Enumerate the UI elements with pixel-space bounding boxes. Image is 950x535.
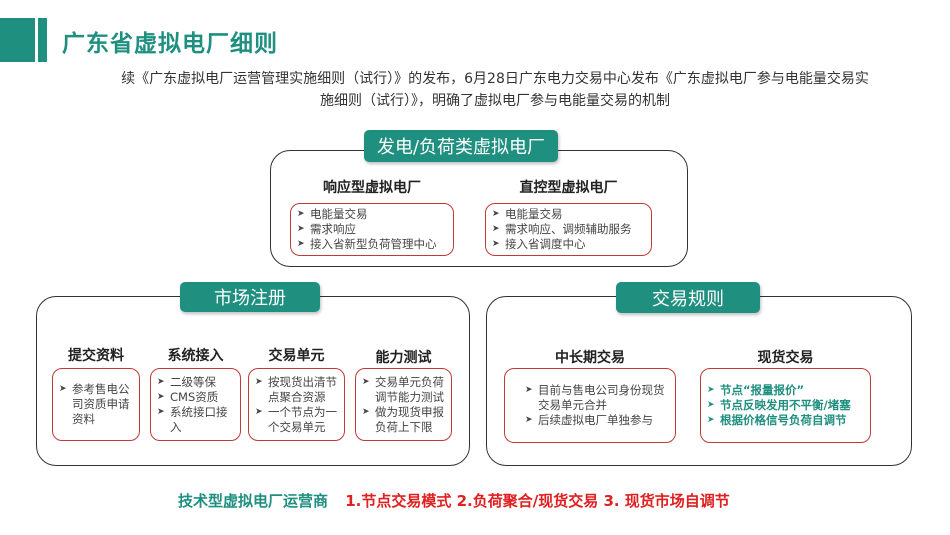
arrow-bullet-icon: ➤ bbox=[297, 224, 305, 234]
arrow-bullet-icon: ➤ bbox=[707, 400, 715, 410]
arrow-bullet-icon: ➤ bbox=[707, 385, 715, 395]
list-item: ➤ 一个节点为一个交易单元 bbox=[255, 405, 338, 435]
list-item-text: 做为现货申报负荷上下限 bbox=[375, 404, 444, 434]
intro-line-2: 施细则（试行）》，明确了虚拟电厂参与电能量交易的机制 bbox=[320, 93, 670, 109]
list-item: ➤ 二级等保 bbox=[157, 375, 234, 390]
system-access-box: ➤ 二级等保 ➤ CMS资质 ➤ 系统接口接入 bbox=[150, 368, 241, 441]
intro-line-1: 续《广东虚拟电厂运营管理实施细则（试行）》的发布，6月28日广东电力交易中心发布… bbox=[121, 71, 869, 87]
response-vpp-box: ➤ 电能量交易 ➤ 需求响应 ➤ 接入省新型负荷管理中心 bbox=[290, 203, 454, 256]
list-item: ➤ 电能量交易 bbox=[297, 207, 447, 222]
list-item: ➤ 电能量交易 bbox=[492, 207, 645, 222]
response-vpp-heading: 响应型虚拟电厂 bbox=[323, 180, 421, 196]
arrow-bullet-icon: ➤ bbox=[59, 384, 67, 394]
list-item-text: 根据价格信号负荷自调节 bbox=[720, 413, 847, 427]
intro-text: 续《广东虚拟电厂运营管理实施细则（试行）》的发布，6月28日广东电力交易中心发布… bbox=[70, 68, 920, 112]
arrow-bullet-icon: ➤ bbox=[362, 406, 370, 417]
capability-test-heading: 能力测试 bbox=[375, 350, 432, 366]
generation-vpp-panel bbox=[270, 150, 688, 267]
arrow-bullet-icon: ➤ bbox=[255, 376, 263, 387]
direct-control-vpp-heading: 直控型虚拟电厂 bbox=[519, 180, 618, 196]
direct-control-vpp-box: ➤ 电能量交易 ➤ 需求响应、调频辅助服务 ➤ 接入省调度中心 bbox=[485, 203, 652, 256]
list-item-text: 按现货出清节点聚合资源 bbox=[268, 374, 337, 404]
list-item-text: 一个节点为一个交易单元 bbox=[268, 404, 337, 434]
list-item: ➤ 接入省新型负荷管理中心 bbox=[297, 237, 447, 252]
list-item-text: 接入省新型负荷管理中心 bbox=[310, 237, 437, 251]
header-accent-bar bbox=[38, 18, 47, 62]
list-item: ➤ 系统接口接入 bbox=[157, 405, 234, 435]
trading-unit-heading: 交易单元 bbox=[268, 348, 325, 364]
list-item: ➤ 节点“报量报价” bbox=[707, 383, 864, 398]
operator-modes: 1.节点交易模式 2.负荷聚合/现货交易 3. 现货市场自调节 bbox=[345, 492, 730, 510]
list-item-text: CMS资质 bbox=[170, 389, 219, 404]
market-registration-title: 市场注册 bbox=[180, 282, 320, 312]
arrow-bullet-icon: ➤ bbox=[297, 209, 305, 219]
mid-long-term-heading: 中长期交易 bbox=[555, 350, 625, 366]
arrow-bullet-icon: ➤ bbox=[492, 209, 500, 219]
spot-trading-box: ➤ 节点“报量报价” ➤ 节点反映发用不平衡/堵塞 ➤ 根据价格信号负荷自调节 bbox=[700, 368, 871, 443]
mid-long-term-box: ➤ 目前与售电公司身份现货交易单元合并 ➤ 后续虚拟电厂单独参与 bbox=[504, 368, 676, 443]
list-item-text: 目前与售电公司身份现货交易单元合并 bbox=[538, 383, 665, 412]
header-accent-block bbox=[0, 18, 35, 62]
list-item-text: 节点反映发用不平衡/堵塞 bbox=[720, 398, 851, 412]
arrow-bullet-icon: ➤ bbox=[157, 391, 165, 402]
arrow-bullet-icon: ➤ bbox=[525, 415, 533, 425]
list-item-text: 需求响应 bbox=[310, 222, 356, 236]
trading-unit-box: ➤ 按现货出清节点聚合资源 ➤ 一个节点为一个交易单元 bbox=[248, 368, 345, 441]
list-item-text: 交易单元负荷调节能力测试 bbox=[375, 374, 444, 404]
list-item-text: 电能量交易 bbox=[310, 207, 368, 221]
tech-vpp-operator-label: 技术型虚拟电厂运营商 bbox=[178, 492, 329, 510]
list-item: ➤ 后续虚拟电厂单独参与 bbox=[525, 413, 669, 428]
list-item: ➤ 参考售电公司资质申请资料 bbox=[59, 382, 133, 427]
arrow-bullet-icon: ➤ bbox=[157, 376, 165, 387]
list-item-text: 后续虚拟电厂单独参与 bbox=[538, 413, 653, 427]
list-item-text: 系统接口接入 bbox=[170, 404, 228, 434]
arrow-bullet-icon: ➤ bbox=[492, 239, 500, 249]
page-title: 广东省虚拟电厂细则 bbox=[62, 31, 278, 57]
list-item-text: 电能量交易 bbox=[505, 207, 563, 221]
spot-trading-heading: 现货交易 bbox=[757, 350, 814, 366]
arrow-bullet-icon: ➤ bbox=[707, 415, 715, 425]
list-item-text: 节点“报量报价” bbox=[720, 383, 805, 397]
list-item: ➤ CMS资质 bbox=[157, 390, 234, 405]
list-item: ➤ 需求响应 bbox=[297, 222, 447, 237]
list-item: ➤ 需求响应、调频辅助服务 bbox=[492, 222, 645, 237]
trading-rules-title: 交易规则 bbox=[616, 282, 760, 313]
list-item-text: 接入省调度中心 bbox=[505, 237, 586, 251]
generation-vpp-title: 发电/负荷类虚拟电厂 bbox=[364, 130, 558, 162]
arrow-bullet-icon: ➤ bbox=[525, 385, 533, 395]
submit-docs-heading: 提交资料 bbox=[68, 348, 124, 364]
list-item: ➤ 接入省调度中心 bbox=[492, 237, 645, 252]
system-access-heading: 系统接入 bbox=[167, 348, 224, 364]
capability-test-box: ➤ 交易单元负荷调节能力测试 ➤ 做为现货申报负荷上下限 bbox=[355, 368, 452, 441]
arrow-bullet-icon: ➤ bbox=[297, 239, 305, 249]
trading-rules-panel bbox=[486, 296, 912, 466]
list-item: ➤ 目前与售电公司身份现货交易单元合并 bbox=[525, 383, 669, 413]
list-item-text: 二级等保 bbox=[170, 374, 216, 389]
list-item-text: 需求响应、调频辅助服务 bbox=[505, 222, 632, 236]
arrow-bullet-icon: ➤ bbox=[362, 376, 370, 387]
arrow-bullet-icon: ➤ bbox=[492, 224, 500, 234]
list-item: ➤ 根据价格信号负荷自调节 bbox=[707, 413, 864, 428]
list-item: ➤ 节点反映发用不平衡/堵塞 bbox=[707, 398, 864, 413]
submit-docs-box: ➤ 参考售电公司资质申请资料 bbox=[52, 368, 140, 441]
operator-summary: 技术型虚拟电厂运营商 1.节点交易模式 2.负荷聚合/现货交易 3. 现货市场自… bbox=[178, 490, 730, 511]
list-item: ➤ 做为现货申报负荷上下限 bbox=[362, 405, 445, 435]
arrow-bullet-icon: ➤ bbox=[157, 406, 165, 417]
list-item: ➤ 按现货出清节点聚合资源 bbox=[255, 375, 338, 405]
list-item: ➤ 交易单元负荷调节能力测试 bbox=[362, 375, 445, 405]
list-item-text: 参考售电公司资质申请资料 bbox=[72, 382, 130, 426]
arrow-bullet-icon: ➤ bbox=[255, 406, 263, 417]
